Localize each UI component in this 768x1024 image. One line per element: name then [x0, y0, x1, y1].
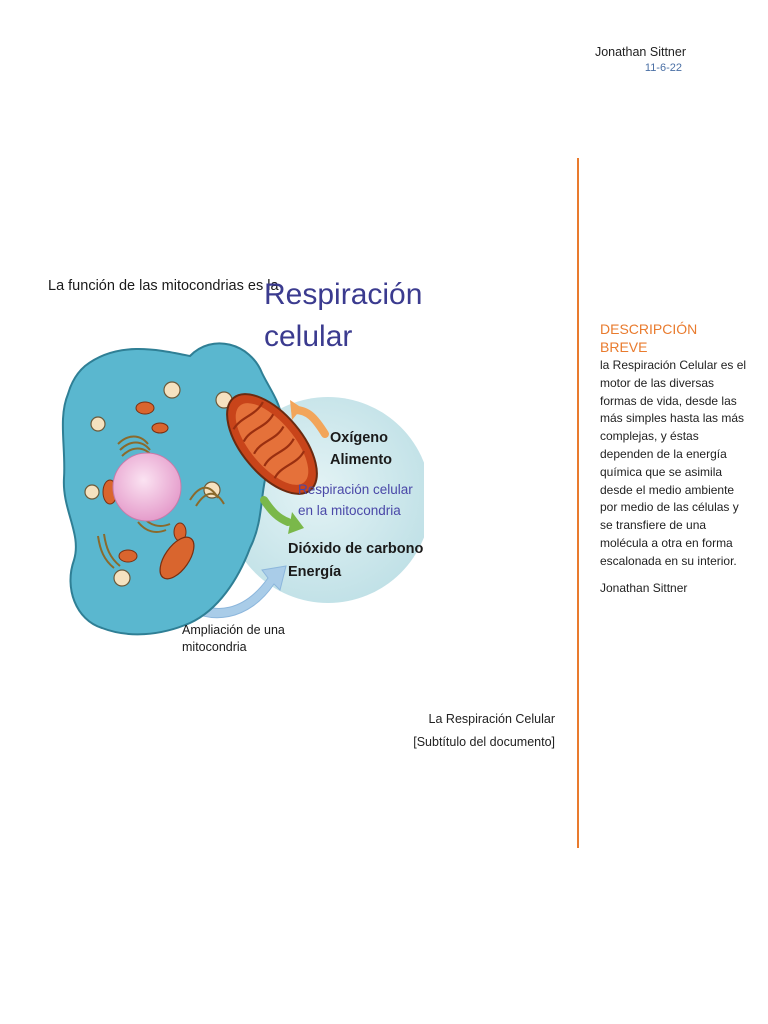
label-process-line2: en la mitocondria: [298, 503, 401, 518]
vesicle: [164, 382, 180, 398]
small-mitochondrion: [119, 550, 137, 562]
mitochondria-figure: La función de las mitocondrias es la Res…: [40, 248, 424, 696]
vesicle: [85, 485, 99, 499]
vertical-divider: [577, 158, 579, 848]
nucleus: [113, 453, 181, 521]
caption-line1: Ampliación de una: [182, 623, 285, 637]
label-process-line1: Respiración celular: [298, 482, 413, 497]
author-header: Jonathan Sittner 11-6-22: [595, 45, 686, 74]
small-mitochondrion: [136, 402, 154, 414]
small-mitochondrion: [152, 423, 168, 433]
document-subtitle[interactable]: [Subtítulo del documento]: [413, 735, 555, 749]
label-oxygen: Oxígeno: [330, 430, 388, 446]
sidebar-author: Jonathan Sittner: [600, 581, 750, 595]
figure-title-line1: Respiración: [264, 278, 422, 311]
document-title: La Respiración Celular: [429, 712, 555, 726]
caption-line2: mitocondria: [182, 640, 247, 654]
sidebar: DESCRIPCIÓN BREVE la Respiración Celular…: [600, 320, 750, 595]
figure-intro-text: La función de las mitocondrias es la: [48, 278, 279, 294]
label-co2: Dióxido de carbono: [288, 541, 423, 557]
author-name: Jonathan Sittner: [595, 45, 686, 59]
vesicle: [91, 417, 105, 431]
sidebar-heading: DESCRIPCIÓN BREVE: [600, 320, 710, 356]
label-energy: Energía: [288, 564, 342, 580]
vesicle: [114, 570, 130, 586]
document-date: 11-6-22: [595, 62, 682, 74]
figure-title-line2: celular: [264, 320, 352, 353]
cell-respiration-illustration: La función de las mitocondrias es la Res…: [40, 248, 424, 696]
label-food: Alimento: [330, 452, 392, 468]
sidebar-description: la Respiración Celular es el motor de la…: [600, 357, 750, 571]
